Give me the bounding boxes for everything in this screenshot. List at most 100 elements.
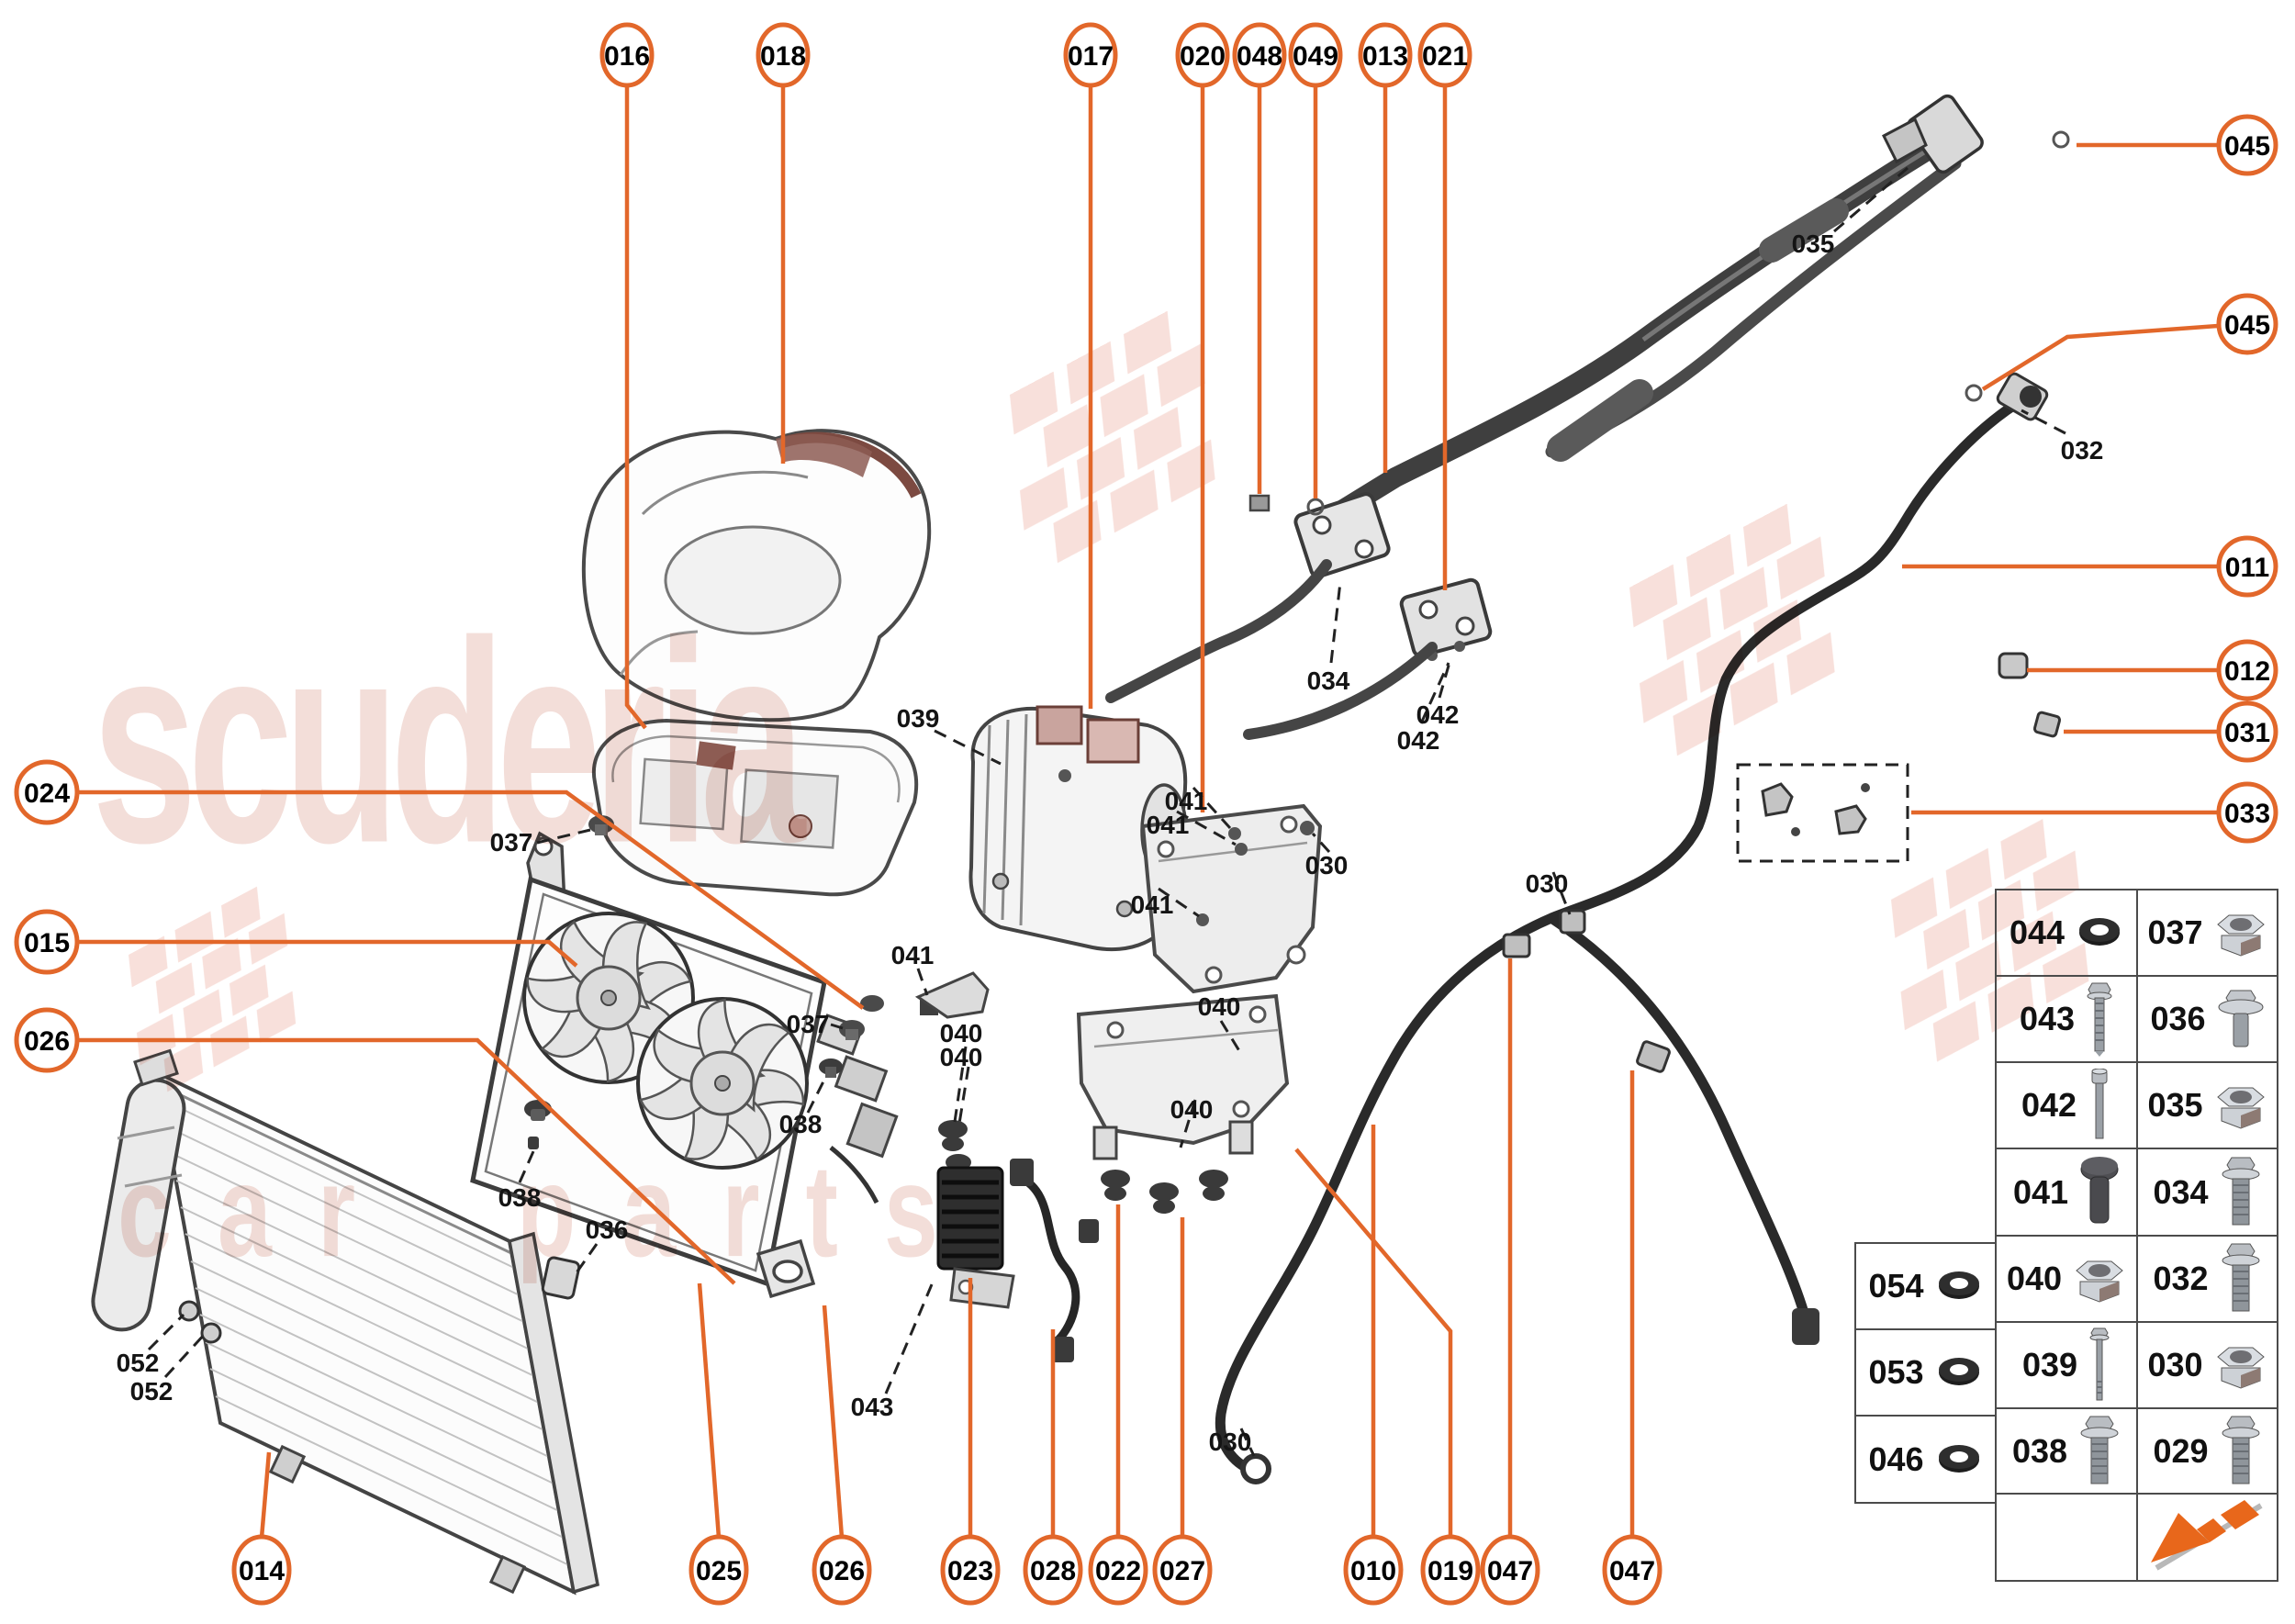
table-cell-035: 035 — [2136, 1061, 2278, 1149]
part-label-052: 052 — [130, 1377, 174, 1406]
callout-027[interactable]: 027 — [1152, 1534, 1213, 1606]
svg-text:025: 025 — [696, 1556, 742, 1586]
part-label-052: 052 — [117, 1349, 160, 1377]
table-cell-054: 054 — [1854, 1242, 1997, 1330]
callout-028[interactable]: 028 — [1023, 1534, 1083, 1606]
svg-text:019: 019 — [1427, 1556, 1473, 1586]
svg-text:023: 023 — [947, 1556, 993, 1586]
part-label-040: 040 — [1198, 992, 1241, 1021]
washer-icon — [1938, 1271, 1979, 1299]
long-bolt-icon — [2087, 982, 2112, 1057]
flange-nut-icon — [2216, 1347, 2265, 1389]
table-cell-label: 034 — [2153, 1172, 2209, 1211]
flange-bolt-icon — [2080, 1416, 2119, 1484]
part-label-030: 030 — [1305, 851, 1349, 879]
callout-023[interactable]: 023 — [940, 1534, 1001, 1606]
table-cell-label: 041 — [2012, 1172, 2069, 1211]
callout-012[interactable]: 012 — [2216, 639, 2278, 701]
callout-022[interactable]: 022 — [1088, 1534, 1148, 1606]
callout-020[interactable]: 020 — [1175, 22, 1230, 88]
washer-icon — [2079, 918, 2121, 946]
table-cell-label: 044 — [2009, 913, 2066, 951]
callout-031[interactable]: 031 — [2216, 700, 2278, 763]
callout-025[interactable]: 025 — [688, 1534, 749, 1606]
svg-text:045: 045 — [2224, 310, 2270, 341]
callout-049[interactable]: 049 — [1288, 22, 1343, 88]
svg-text:022: 022 — [1095, 1556, 1141, 1586]
clip-group-box — [1736, 763, 1909, 863]
table-cell-046: 046 — [1854, 1415, 1997, 1504]
callout-014[interactable]: 014 — [231, 1534, 292, 1606]
brand-arrow-logo — [2150, 1500, 2263, 1571]
callout-018[interactable]: 018 — [756, 22, 811, 88]
part-label-040: 040 — [1170, 1095, 1214, 1124]
table-cell-044: 044 — [1995, 889, 2138, 977]
table-cell-label: 030 — [2147, 1346, 2203, 1383]
part-label-037: 037 — [787, 1010, 830, 1038]
part-label-037: 037 — [490, 828, 533, 857]
table-cell-label: 032 — [2153, 1260, 2209, 1297]
table-cell-039: 039 — [1995, 1321, 2138, 1409]
svg-text:018: 018 — [760, 41, 806, 72]
storage-tray — [591, 718, 919, 897]
part-label-035: 035 — [1792, 230, 1835, 258]
svg-text:048: 048 — [1237, 41, 1282, 72]
callout-045-2[interactable]: 045 — [2216, 293, 2278, 355]
flange-nut-icon — [2216, 1087, 2265, 1129]
callout-021[interactable]: 021 — [1417, 22, 1472, 88]
callout-015[interactable]: 015 — [14, 909, 80, 975]
svg-text:049: 049 — [1293, 41, 1338, 72]
part-label-041: 041 — [1165, 787, 1208, 815]
table-cell-label: 037 — [2147, 913, 2203, 951]
part-label-042: 042 — [1397, 726, 1440, 755]
callout-017[interactable]: 017 — [1063, 22, 1118, 88]
callout-026-bottom[interactable]: 026 — [812, 1534, 872, 1606]
svg-text:026: 026 — [819, 1556, 865, 1586]
callout-011[interactable]: 011 — [2216, 535, 2278, 598]
part-label-038: 038 — [498, 1183, 542, 1212]
pointer-lines — [147, 166, 2066, 1457]
table-cell-label: 039 — [2021, 1346, 2078, 1383]
table-cell-label: 029 — [2153, 1431, 2209, 1470]
svg-text:047: 047 — [1609, 1556, 1655, 1586]
callout-019[interactable]: 019 — [1420, 1534, 1481, 1606]
hose-junction-a — [1248, 492, 1391, 578]
part-label-041: 041 — [891, 941, 935, 969]
table-cell-label: 036 — [2150, 1000, 2206, 1037]
mounting-bracket-upper — [1140, 803, 1323, 994]
mounting-bracket-lower — [914, 971, 1290, 1214]
callout-047-2[interactable]: 047 — [1602, 1534, 1662, 1606]
callout-026-left[interactable]: 026 — [14, 1007, 80, 1073]
callout-010[interactable]: 010 — [1343, 1534, 1404, 1606]
flange-bolt-icon — [2222, 1157, 2260, 1225]
svg-text:027: 027 — [1159, 1556, 1205, 1586]
callout-024[interactable]: 024 — [14, 759, 80, 825]
callout-013[interactable]: 013 — [1358, 22, 1413, 88]
part-label-042: 042 — [1416, 700, 1460, 729]
part-label-041: 041 — [1147, 811, 1190, 839]
table-cell-040: 040 — [1995, 1235, 2138, 1323]
callout-016[interactable]: 016 — [599, 22, 655, 88]
part-label-030: 030 — [1209, 1428, 1252, 1456]
table-cell-logo — [2136, 1493, 2278, 1582]
svg-text:012: 012 — [2224, 656, 2270, 687]
part-label-043: 043 — [851, 1393, 894, 1421]
svg-text:013: 013 — [1362, 41, 1408, 72]
flange-nut-icon — [2076, 1260, 2123, 1303]
table-cell-030: 030 — [2136, 1321, 2278, 1409]
table-cell-label: 042 — [2021, 1086, 2077, 1124]
callout-033[interactable]: 033 — [2216, 781, 2278, 844]
table-cell-038: 038 — [1995, 1407, 2138, 1495]
washer-icon — [1938, 1444, 1979, 1473]
condenser — [91, 1048, 600, 1596]
svg-text:015: 015 — [24, 928, 70, 958]
callout-048[interactable]: 048 — [1232, 22, 1287, 88]
table-cell-036: 036 — [2136, 975, 2278, 1063]
engine-cover — [581, 429, 932, 722]
svg-text:024: 024 — [24, 778, 70, 809]
callout-045-1[interactable]: 045 — [2216, 114, 2278, 176]
callout-047-1[interactable]: 047 — [1480, 1534, 1540, 1606]
flange-screw-icon — [2218, 990, 2264, 1047]
